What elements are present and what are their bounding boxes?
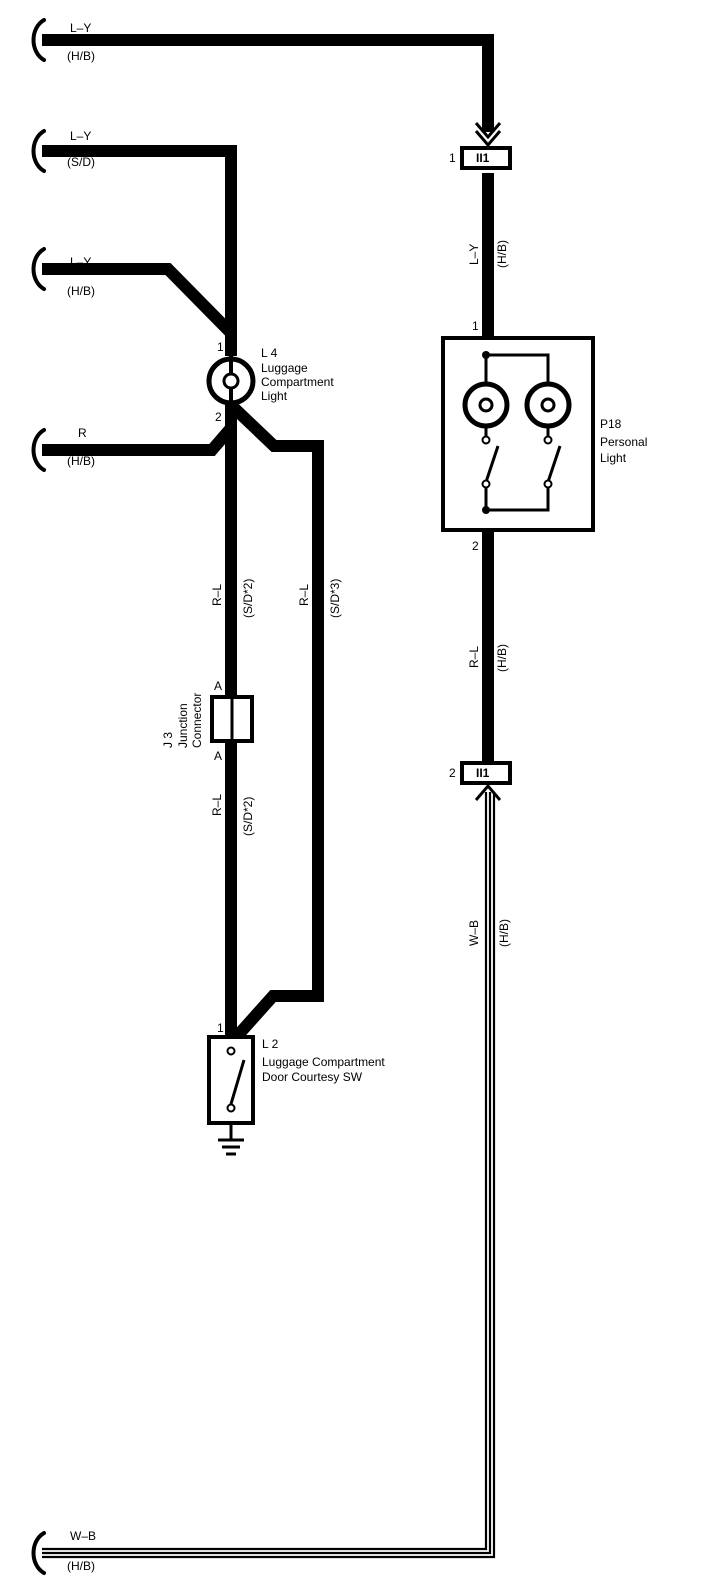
ii1-connector-top: II1 1 (449, 122, 512, 170)
connector-label: II1 (476, 151, 490, 165)
wire-ly-sd (42, 145, 237, 356)
wire-variant-label: (H/B) (495, 240, 509, 268)
wire-color-label: L–Y (70, 129, 91, 143)
component-name: Door Courtesy SW (262, 1070, 363, 1084)
wire-variant-label: (H/B) (497, 919, 511, 947)
wire-color-label: R–L (297, 584, 311, 606)
wire-color-label: R–L (210, 584, 224, 606)
pin-label: 1 (472, 319, 479, 333)
l4-luggage-light: 1 2 L 4 Luggage Compartment Light (206, 340, 334, 424)
wire-variant-label: (H/B) (67, 454, 95, 468)
wire-variant-label: (S/D*2) (241, 579, 255, 618)
wire-end-icon (31, 129, 46, 173)
wire-end-markers (31, 18, 46, 1575)
connector-arrow-icon (474, 783, 502, 801)
component-name: Compartment (261, 375, 334, 389)
wire-variant-label: (S/D*3) (328, 579, 342, 618)
wire-end-icon (31, 18, 46, 62)
wire-r-hb (42, 424, 236, 456)
component-id: L 2 (262, 1037, 279, 1051)
wire-color-label: L–Y (467, 244, 481, 265)
wire-rl-sd3 (226, 400, 324, 1047)
wire-color-label: L–Y (70, 21, 91, 35)
switch-icon (484, 445, 500, 483)
wire-end-icon (31, 1531, 46, 1575)
connector-label: II1 (476, 766, 490, 780)
wire-variant-label: (S/D) (67, 155, 95, 169)
wire-color-label: W–B (467, 920, 481, 946)
wire-color-label: R (78, 426, 87, 440)
wire-variant-label: (H/B) (67, 1559, 95, 1573)
component-name: Light (261, 389, 288, 403)
pin-label: 2 (472, 539, 479, 553)
connector-arrow-icon (474, 122, 502, 148)
lamp-icon (524, 381, 572, 429)
j3-junction-connector: A A J 3 Junction Connector (161, 679, 254, 763)
wire-variant-label: (H/B) (67, 284, 95, 298)
wire-color-label: L–Y (70, 255, 91, 269)
lamp-icon (462, 381, 510, 429)
wire-ly-hb-top (42, 34, 494, 132)
wire-wb-hb (42, 792, 496, 1559)
pin-label: 1 (217, 340, 224, 354)
wire-color-label: R–L (467, 646, 481, 668)
wire-color-label: R–L (210, 794, 224, 816)
wire-end-icon (31, 428, 46, 472)
wires (42, 34, 494, 1047)
switch-icon (229, 1059, 246, 1105)
wire-end-icon (31, 247, 46, 291)
component-name: Luggage Compartment (262, 1055, 385, 1069)
component-name: Personal (600, 435, 647, 449)
ii1-connector-bottom: II1 2 (449, 761, 512, 801)
pin-label: A (214, 679, 222, 693)
component-id: L 4 (261, 346, 278, 360)
component-name: Connector (190, 693, 204, 748)
wire-variant-label: (H/B) (67, 49, 95, 63)
ground-icon (218, 1138, 244, 1156)
vertical-wire-labels: R–L (S/D*2) R–L (S/D*3) R–L (S/D*2) L–Y … (210, 240, 511, 947)
pin-label: 2 (215, 410, 222, 424)
wire-variant-label: (S/D*2) (241, 797, 255, 836)
wire-variant-label: (H/B) (495, 644, 509, 672)
wire-color-label: W–B (70, 1529, 96, 1543)
wire-ly-hb-mid (42, 263, 236, 338)
pin-label: A (214, 749, 222, 763)
pin-label: 2 (449, 766, 456, 780)
component-name: Light (600, 451, 627, 465)
l2-door-courtesy-switch: 1 L 2 Luggage Compartment Door Courtesy … (207, 1021, 385, 1156)
left-wire-labels: L–Y (H/B) L–Y (S/D) L–Y (H/B) R (H/B) W–… (67, 21, 96, 1573)
switch-icon (546, 445, 562, 483)
p18-personal-light: 1 2 P18 Personal Light (441, 319, 647, 553)
component-name: Junction (176, 703, 190, 748)
component-id: J 3 (161, 732, 175, 748)
pin-label: 1 (217, 1021, 224, 1035)
component-name: Luggage (261, 361, 308, 375)
pin-label: 1 (449, 151, 456, 165)
component-id: P18 (600, 417, 622, 431)
